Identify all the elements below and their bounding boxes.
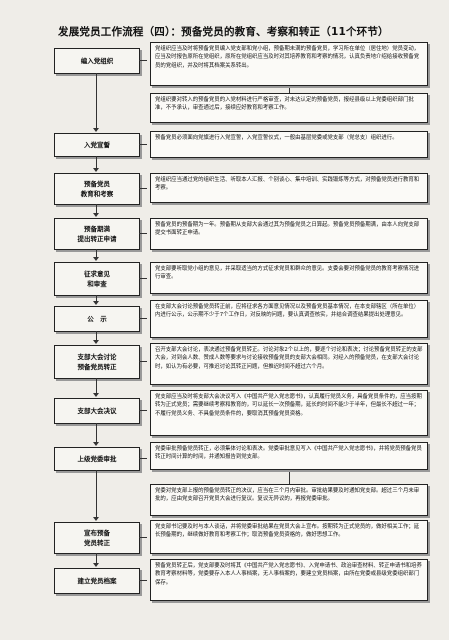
- stage-announce-full-membership: 宣布预备 党员转正: [54, 522, 140, 554]
- flow-arrow: [93, 340, 99, 344]
- connector-line: [139, 458, 147, 459]
- connector-line: [139, 318, 147, 319]
- note-opinion-review: 党支部要听取党小组的意见，并采取适当的方式征求党员和群众的意见。支委会要对预备党…: [150, 262, 428, 294]
- note-branch-meeting-discussion: 召开支部大会讨论，表决通过预备党员转正。讨论对象2个以上的，要逐个讨论和表决；讨…: [150, 343, 428, 385]
- note-public-notice: 在支部大会讨论预备党员转正前，应将征求各方面意见情况以及预备党员基本情况，在本支…: [150, 300, 428, 338]
- stage-branch-meeting-discussion: 支部大会讨论 预备党员转正: [54, 345, 140, 379]
- stage-public-notice: 公 示: [54, 306, 140, 332]
- flow-arrow: [93, 128, 99, 132]
- note-announce-result: 党支部书记要及时与本人谈话，并将党委审批结果在党员大会上宣布。按期转为正式党员的…: [150, 520, 428, 554]
- note-assign-to-organization: 党组织应当及时将预备党员编入党支部和党小组，预备期未满的预备党员，学习所在单位（…: [150, 42, 428, 86]
- note-oath: 预备党员必须面向党旗进行入党宣誓，入党宣誓仪式，一般由基层党委或党支部（党总支）…: [150, 131, 428, 158]
- note-approval-deadline: 党委对党支部上报的预备党员转正的决议，应当在三个月内审批。审批结果要及时通知党支…: [150, 484, 428, 516]
- flow-arrow: [93, 257, 99, 261]
- flow-line: [96, 553, 97, 564]
- flow-arrow: [93, 301, 99, 305]
- flow-arrow: [93, 442, 99, 446]
- flow-line: [96, 73, 97, 129]
- note-probation-period: 预备党员的预备期为一年。预备期从支部大会通过其为预备党员之日算起。预备党员预备期…: [150, 218, 428, 250]
- flow-line: [96, 204, 97, 214]
- connector-line: [139, 580, 147, 581]
- connector-line: [139, 188, 147, 189]
- stage-branch-meeting-resolution: 支部大会决议: [54, 398, 140, 424]
- flow-line: [96, 378, 97, 394]
- flow-line: [96, 156, 97, 169]
- connector-line: [139, 410, 147, 411]
- note-education-inspection: 党组织应当通过党的组织生活、听取本人汇报、个别谈心、集中培训、实践锻炼等方式，对…: [150, 173, 428, 203]
- connector-line: [139, 278, 147, 279]
- flow-arrow: [93, 517, 99, 521]
- stage-education-inspection: 预备党员 教育和考察: [54, 173, 140, 205]
- note-review-transferred-materials: 党组织要对转入的预备党员的入党材料进行严格审查，对未达认定的预备党员，报经县级以…: [150, 93, 428, 123]
- stage-assign-to-organization: 编入党组织: [54, 48, 140, 74]
- stage-establish-member-archive: 建立党员档案: [54, 568, 140, 594]
- stage-opinion-review: 征求意见 和审查: [54, 262, 140, 296]
- stage-oath: 入党宣誓: [54, 133, 140, 157]
- page-title: 发展党员工作流程（四）：预备党员的教育、考察和转正（11个环节）: [58, 26, 389, 38]
- stage-apply-for-full-membership: 预备期满 提出转正申请: [54, 218, 140, 250]
- note-branch-meeting-resolution: 党支部应当及时将支部大会决议写入《中国共产党入党志愿书》，认真履行党员义务，具备…: [150, 390, 428, 436]
- connector-line: [139, 60, 147, 61]
- flow-line: [96, 249, 97, 258]
- note-establish-archive: 预备党员转正后，党支部要及时将其《中国共产党入党志愿书》、入党申请书、政治审查材…: [150, 559, 428, 601]
- flow-line: [96, 295, 97, 302]
- note-committee-approval: 党委审批预备党员转正，必须集体讨论和表决。党委审批意见写入《中国共产党入党志愿书…: [150, 442, 428, 470]
- flow-line: [96, 470, 97, 518]
- connector-line: [139, 233, 147, 234]
- flow-arrow: [93, 213, 99, 217]
- stage-higher-committee-approval: 上级党委审批: [54, 447, 140, 471]
- flow-line: [96, 423, 97, 443]
- connector-line: [139, 537, 147, 538]
- connector-line: [139, 361, 147, 362]
- flow-line: [96, 331, 97, 341]
- connector-line: [139, 144, 147, 145]
- box-connector: [289, 470, 290, 484]
- flow-arrow: [93, 563, 99, 567]
- flow-arrow: [93, 393, 99, 397]
- box-connector: [289, 86, 290, 93]
- flow-arrow: [93, 168, 99, 172]
